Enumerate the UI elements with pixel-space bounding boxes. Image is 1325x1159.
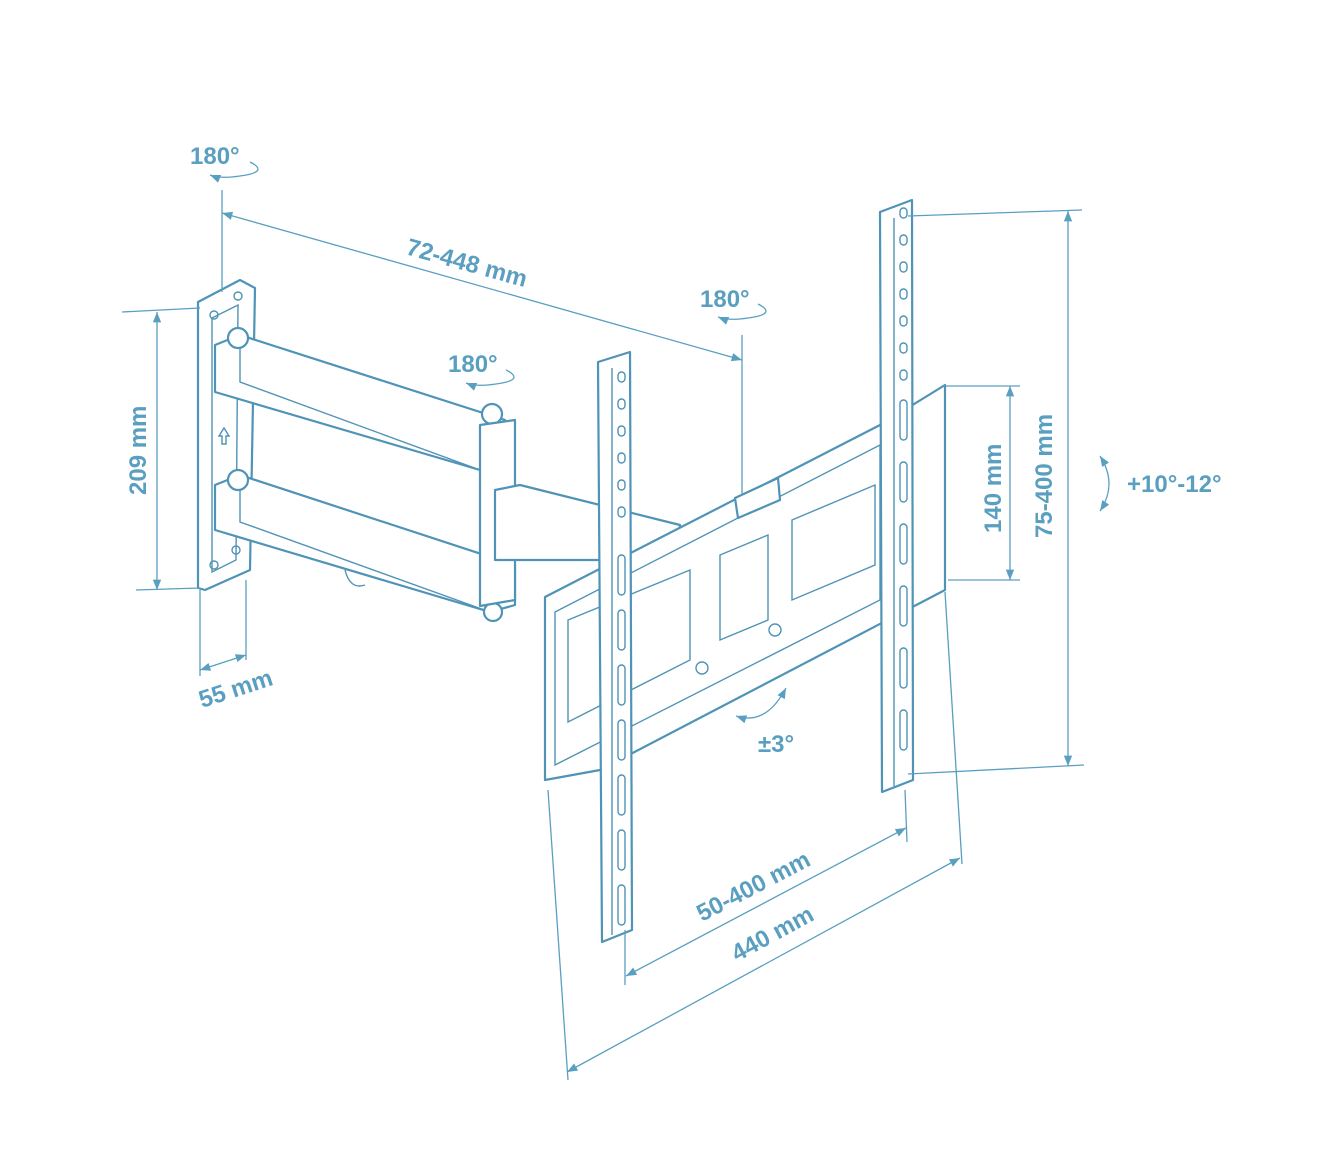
rail-hole	[617, 664, 626, 706]
upper-arm	[213, 326, 507, 472]
rotation-arrow-icons	[209, 161, 1110, 724]
rail-hole	[617, 425, 626, 437]
rail-hole	[617, 452, 626, 464]
rail-hole	[899, 585, 908, 627]
wall-depth-label: 55 mm	[196, 665, 277, 714]
left-vesa-rail	[596, 350, 634, 944]
plate-height-label: 209 mm	[125, 406, 152, 495]
rail-hole	[899, 461, 908, 503]
rail-hole	[899, 288, 908, 300]
pivot-joint	[478, 418, 682, 608]
lower-arm	[213, 468, 517, 623]
rail-hole	[899, 342, 908, 354]
wall-plate	[196, 278, 257, 592]
vesa-vertical-label: 75-400 mm	[1031, 414, 1058, 538]
rail-hole	[899, 399, 908, 441]
rail-hole	[617, 774, 626, 816]
rail-hole	[617, 719, 626, 761]
bracket-height-label: 140 mm	[980, 444, 1007, 533]
right-vesa-rail	[878, 198, 915, 794]
rail-hole	[899, 709, 908, 751]
bracket-width-label: 440 mm	[727, 901, 818, 967]
rail-hole	[899, 261, 908, 273]
rail-hole	[617, 371, 626, 383]
rail-hole	[617, 398, 626, 410]
rail-hole	[617, 609, 626, 651]
rail-hole	[617, 554, 626, 596]
arm-length-label: 72-448 mm	[403, 234, 530, 293]
tilt-label: +10°-12°	[1127, 471, 1222, 498]
arm-rotation-label: 180°	[448, 351, 498, 378]
rail-hole	[617, 506, 626, 518]
rail-hole	[617, 479, 626, 491]
rail-hole	[899, 234, 908, 246]
rail-hole	[899, 647, 908, 689]
head-rotation-label: 180°	[700, 286, 750, 313]
rail-hole	[899, 315, 908, 327]
wall-rotation-label: 180°	[190, 143, 240, 170]
level-adjust-label: ±3°	[758, 731, 794, 758]
rail-hole	[899, 369, 908, 381]
rail-hole	[899, 207, 908, 219]
dimension-lines	[121, 190, 1085, 1081]
rail-hole	[899, 523, 908, 565]
